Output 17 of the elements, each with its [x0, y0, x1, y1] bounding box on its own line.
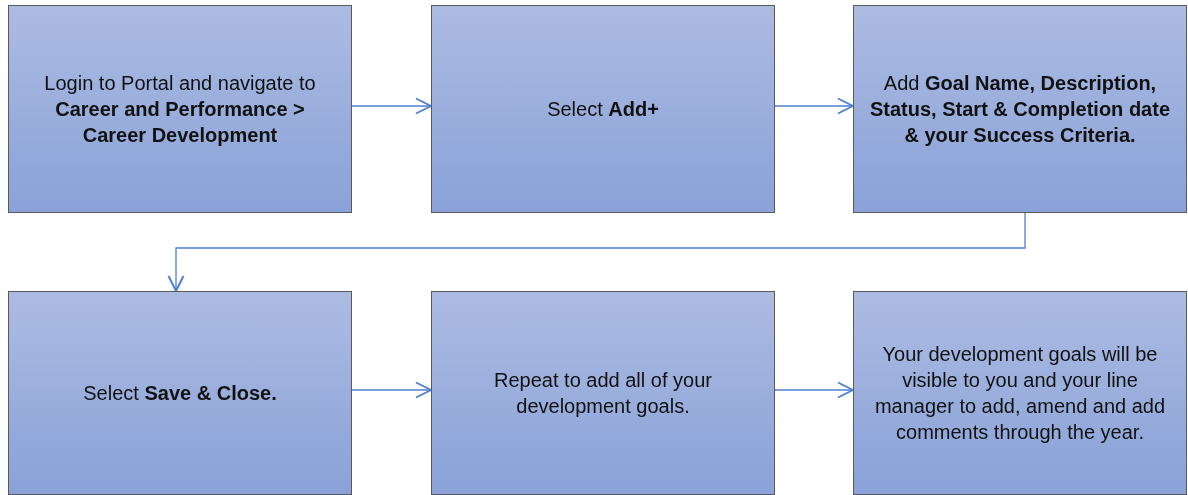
- arrow: [351, 97, 432, 115]
- process-box: [853, 291, 1187, 495]
- process-box: [8, 291, 352, 495]
- step-text: Select Add+: [547, 97, 659, 122]
- process-box: [8, 5, 352, 213]
- arrow: [167, 212, 1026, 292]
- process-box: [431, 291, 775, 495]
- arrow: [351, 381, 432, 399]
- arrow: [774, 97, 854, 115]
- step-text: Add Goal Name, Description, Status, Start & Completion date & your Success Criteria.: [869, 71, 1171, 148]
- process-box: [431, 5, 775, 213]
- step-text: Repeat to add all of your development goals.: [493, 368, 713, 419]
- step-text: Your development goals will be visible to you and your line manager to add, amend and add comments through the year.: [873, 342, 1167, 445]
- arrow: [774, 381, 854, 399]
- step-text: Login to Portal and navigate to Career and Performance > Career Development: [43, 71, 317, 148]
- process-box: [853, 5, 1187, 213]
- step-text: Select Save & Close.: [83, 381, 277, 406]
